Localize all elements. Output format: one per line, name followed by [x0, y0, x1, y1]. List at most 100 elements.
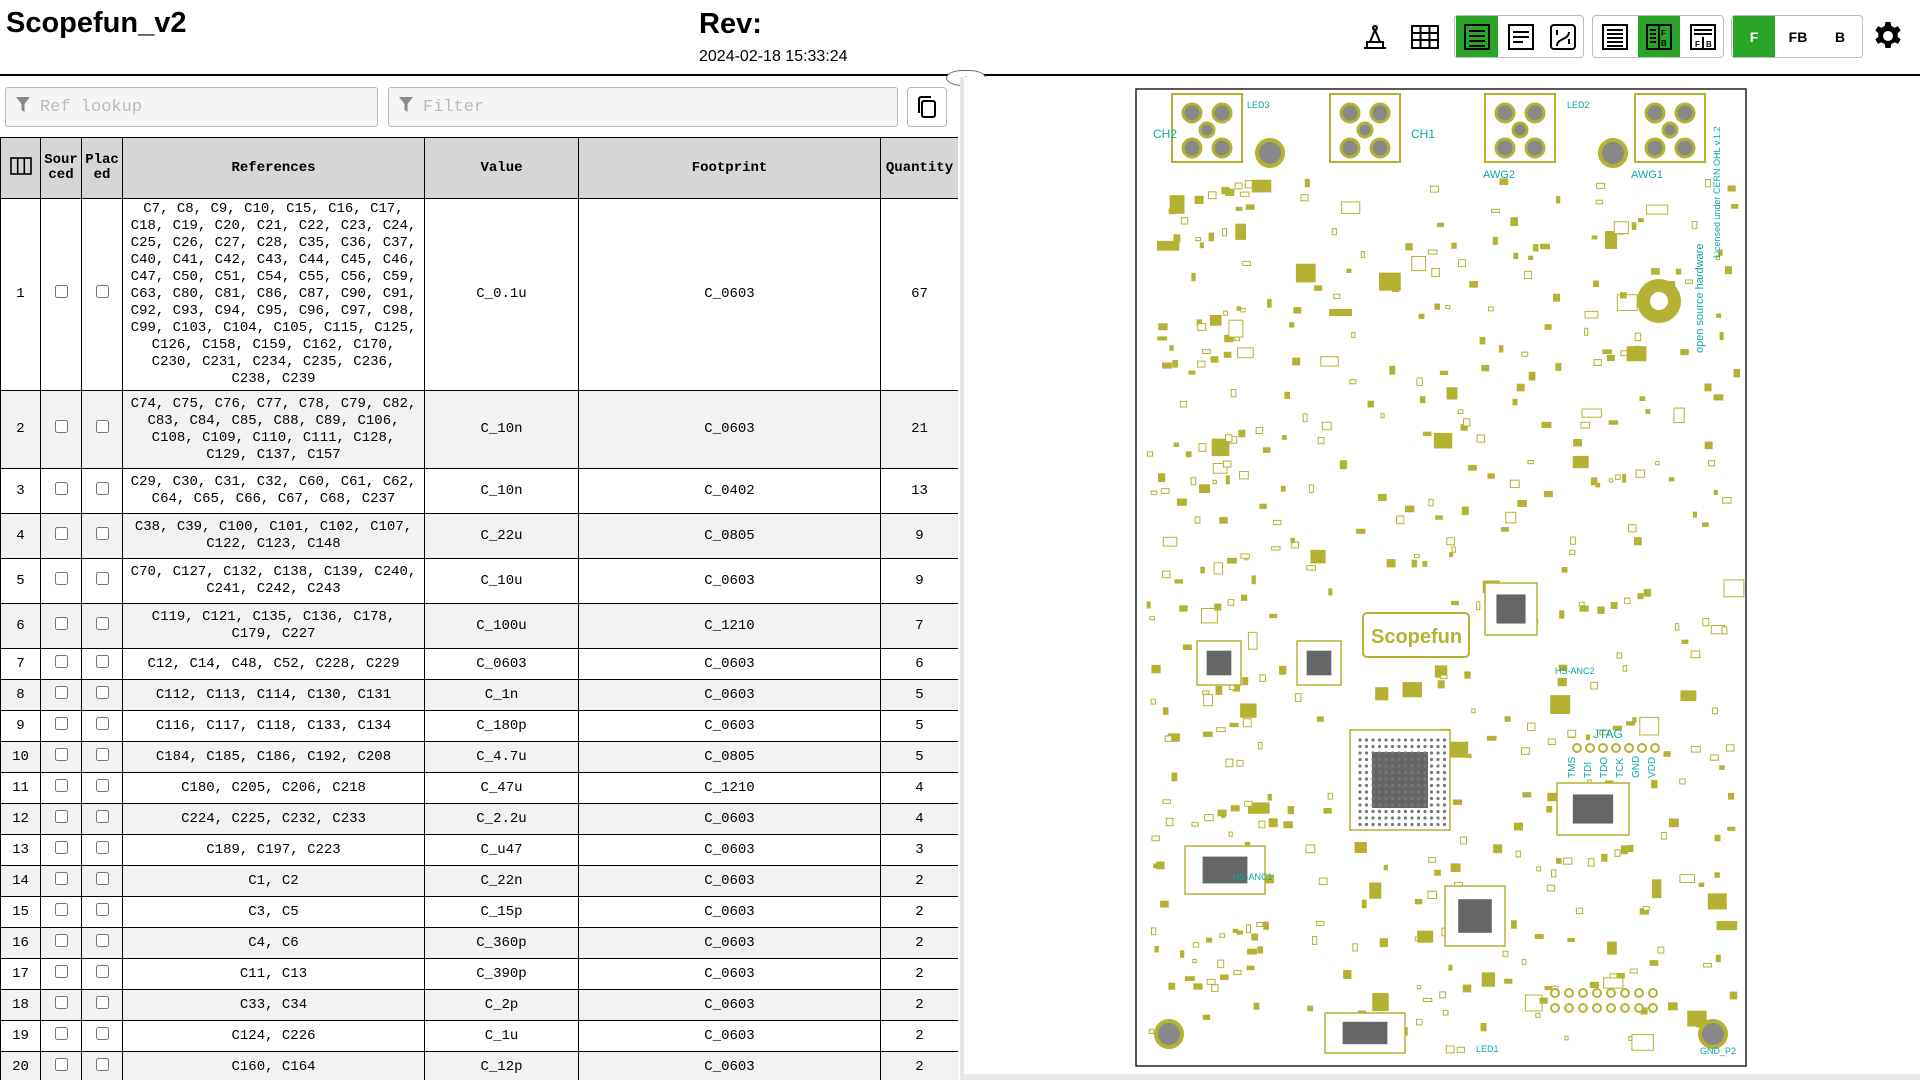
layer-back-button[interactable]: B [1834, 28, 1846, 45]
placed-checkbox[interactable] [95, 871, 109, 885]
sourced-checkbox[interactable] [54, 809, 68, 823]
sourced-checkbox[interactable] [54, 481, 68, 495]
sourced-checkbox[interactable] [54, 1026, 68, 1040]
placed-checkbox[interactable] [95, 420, 109, 433]
sourced-checkbox [40, 198, 82, 391]
placed-checkbox[interactable] [95, 995, 109, 1009]
sourced-checkbox[interactable] [54, 840, 68, 854]
placed-checkbox[interactable] [95, 747, 109, 761]
sourced-checkbox[interactable] [54, 285, 68, 298]
placed-checkbox[interactable] [95, 716, 109, 730]
ref-lookup-input[interactable] [38, 96, 349, 118]
header-sourced[interactable]: Sourced [40, 137, 82, 199]
dark-mode-icon[interactable] [1356, 18, 1393, 55]
placed-checkbox[interactable] [95, 933, 109, 947]
quantity-cell: 2 [880, 927, 958, 959]
grid-icon[interactable] [1406, 18, 1443, 55]
filter-box[interactable] [388, 87, 898, 127]
sourced-checkbox[interactable] [54, 747, 68, 761]
placed-checkbox[interactable] [95, 481, 109, 495]
filter-input[interactable] [421, 96, 849, 118]
header-placed[interactable]: Placed [81, 137, 123, 199]
ref-lookup-box[interactable] [5, 87, 378, 127]
silk-label: open source hardware [1694, 244, 1706, 353]
header-quantity[interactable]: Quantity [880, 137, 958, 199]
placed-checkbox[interactable] [95, 654, 109, 668]
sourced-checkbox[interactable] [54, 685, 68, 699]
placed-checkbox[interactable] [95, 840, 109, 854]
sourced-checkbox[interactable] [54, 420, 68, 433]
sourced-checkbox[interactable] [54, 654, 68, 668]
sourced-checkbox[interactable] [54, 995, 68, 1009]
bom-only-icon[interactable] [1594, 16, 1636, 57]
placed-checkbox[interactable] [95, 1057, 109, 1071]
silk-label: LED2 [1567, 100, 1590, 110]
nets-icon[interactable] [1542, 16, 1584, 57]
sourced-checkbox[interactable] [54, 1057, 68, 1071]
quantity-cell: 2 [880, 865, 958, 897]
placed-checkbox[interactable] [95, 1026, 109, 1040]
placed-checkbox[interactable] [95, 526, 109, 540]
placed-checkbox[interactable] [95, 964, 109, 978]
header-references[interactable]: References [122, 137, 425, 199]
header-footprint[interactable]: Footprint [578, 137, 881, 199]
sourced-checkbox[interactable] [54, 964, 68, 978]
header-value[interactable]: Value [424, 137, 579, 199]
layer-front-button[interactable]: F [1733, 16, 1775, 57]
placed-checkbox[interactable] [95, 616, 109, 630]
row-number: 17 [0, 958, 41, 990]
quantity-cell: 2 [880, 896, 958, 928]
sourced-checkbox[interactable] [54, 778, 68, 792]
sourced-checkbox[interactable] [54, 616, 68, 630]
placed-checkbox[interactable] [95, 778, 109, 792]
value-cell: C_10n [424, 468, 579, 514]
placed-checkbox[interactable] [95, 285, 109, 298]
bom-top-bottom-icon[interactable] [1500, 16, 1542, 57]
sourced-checkbox[interactable] [54, 571, 68, 585]
bom-left-right-icon[interactable] [1456, 16, 1498, 57]
horizontal-scrollbar[interactable] [964, 1074, 1920, 1080]
sourced-checkbox[interactable] [54, 526, 68, 540]
layer-front-back-button[interactable]: FB [1788, 28, 1808, 45]
pane-splitter[interactable] [960, 77, 964, 1080]
column-toggle-icon[interactable] [0, 137, 41, 199]
sourced-checkbox[interactable] [54, 902, 68, 916]
sourced-checkbox[interactable] [54, 933, 68, 947]
placed-checkbox[interactable] [95, 902, 109, 916]
placed-checkbox[interactable] [95, 685, 109, 699]
footprint-cell: C_1210 [578, 772, 881, 804]
placed-checkbox[interactable] [95, 571, 109, 585]
settings-icon[interactable] [1872, 20, 1904, 57]
sourced-checkbox[interactable] [54, 716, 68, 730]
copy-icon[interactable] [907, 87, 947, 127]
value-cell: C_2.2u [424, 803, 579, 835]
silk-label: AWG2 [1483, 169, 1515, 181]
sourced-checkbox[interactable] [54, 871, 68, 885]
placed-checkbox[interactable] [95, 809, 109, 823]
